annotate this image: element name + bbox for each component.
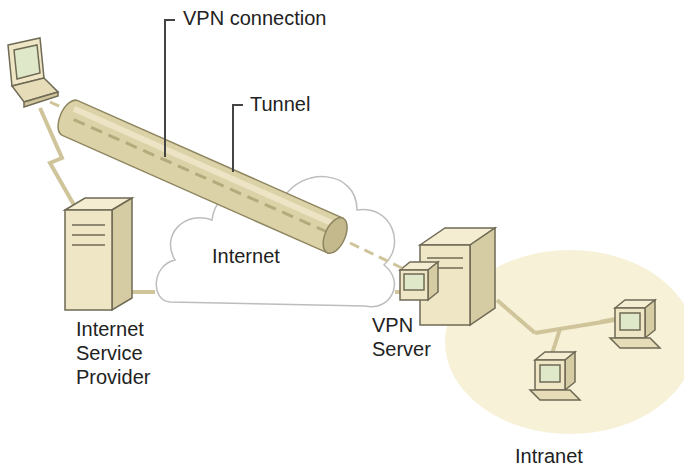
leader-line — [233, 105, 243, 172]
workstation-icon — [530, 352, 580, 400]
vpn-server-icon — [428, 262, 438, 300]
tunnel-cylinder — [53, 97, 352, 257]
network-link-line — [497, 300, 535, 333]
tunnel-cylinder — [74, 120, 334, 235]
workstation-icon — [615, 308, 645, 338]
isp-server-icon — [65, 210, 112, 310]
network-link — [497, 300, 535, 333]
laptop-icon — [8, 38, 58, 107]
node-label: Internet — [212, 244, 342, 268]
workstation-icon — [535, 360, 565, 390]
tunnel-cylinder — [53, 97, 343, 253]
workstation-icon — [610, 300, 660, 348]
vpn-server-icon — [400, 228, 495, 325]
vpn-path — [350, 243, 402, 268]
isp-server-icon — [72, 224, 105, 226]
vpn-server-icon — [400, 270, 428, 300]
vpn-server-icon — [427, 257, 463, 259]
network-link-line — [132, 290, 155, 294]
vpn-server-icon — [404, 274, 424, 290]
isp-server-icon — [72, 234, 105, 236]
tunnel-cylinder — [74, 109, 339, 226]
isp-server-icon — [72, 244, 105, 246]
callout-label: Tunnel — [250, 92, 310, 116]
laptop-icon — [14, 45, 40, 79]
workstation-icon — [540, 365, 560, 382]
isp-server-icon — [112, 198, 132, 310]
workstation-icon — [565, 352, 575, 390]
network-link — [132, 292, 155, 293]
workstation-icon — [620, 313, 640, 330]
vpn-server-icon — [470, 228, 495, 325]
node-label: VPN Server — [372, 313, 450, 361]
workstation-icon — [610, 338, 660, 348]
callout-label: VPN connection — [183, 6, 326, 30]
node-label: Internet Service Provider — [76, 317, 168, 389]
node-label: Intranet — [515, 444, 665, 468]
tunnel-cylinder — [318, 214, 352, 257]
leader-line — [165, 20, 175, 157]
workstation-icon — [645, 300, 655, 338]
isp-server-icon — [65, 198, 132, 310]
workstation-icon — [530, 390, 580, 400]
